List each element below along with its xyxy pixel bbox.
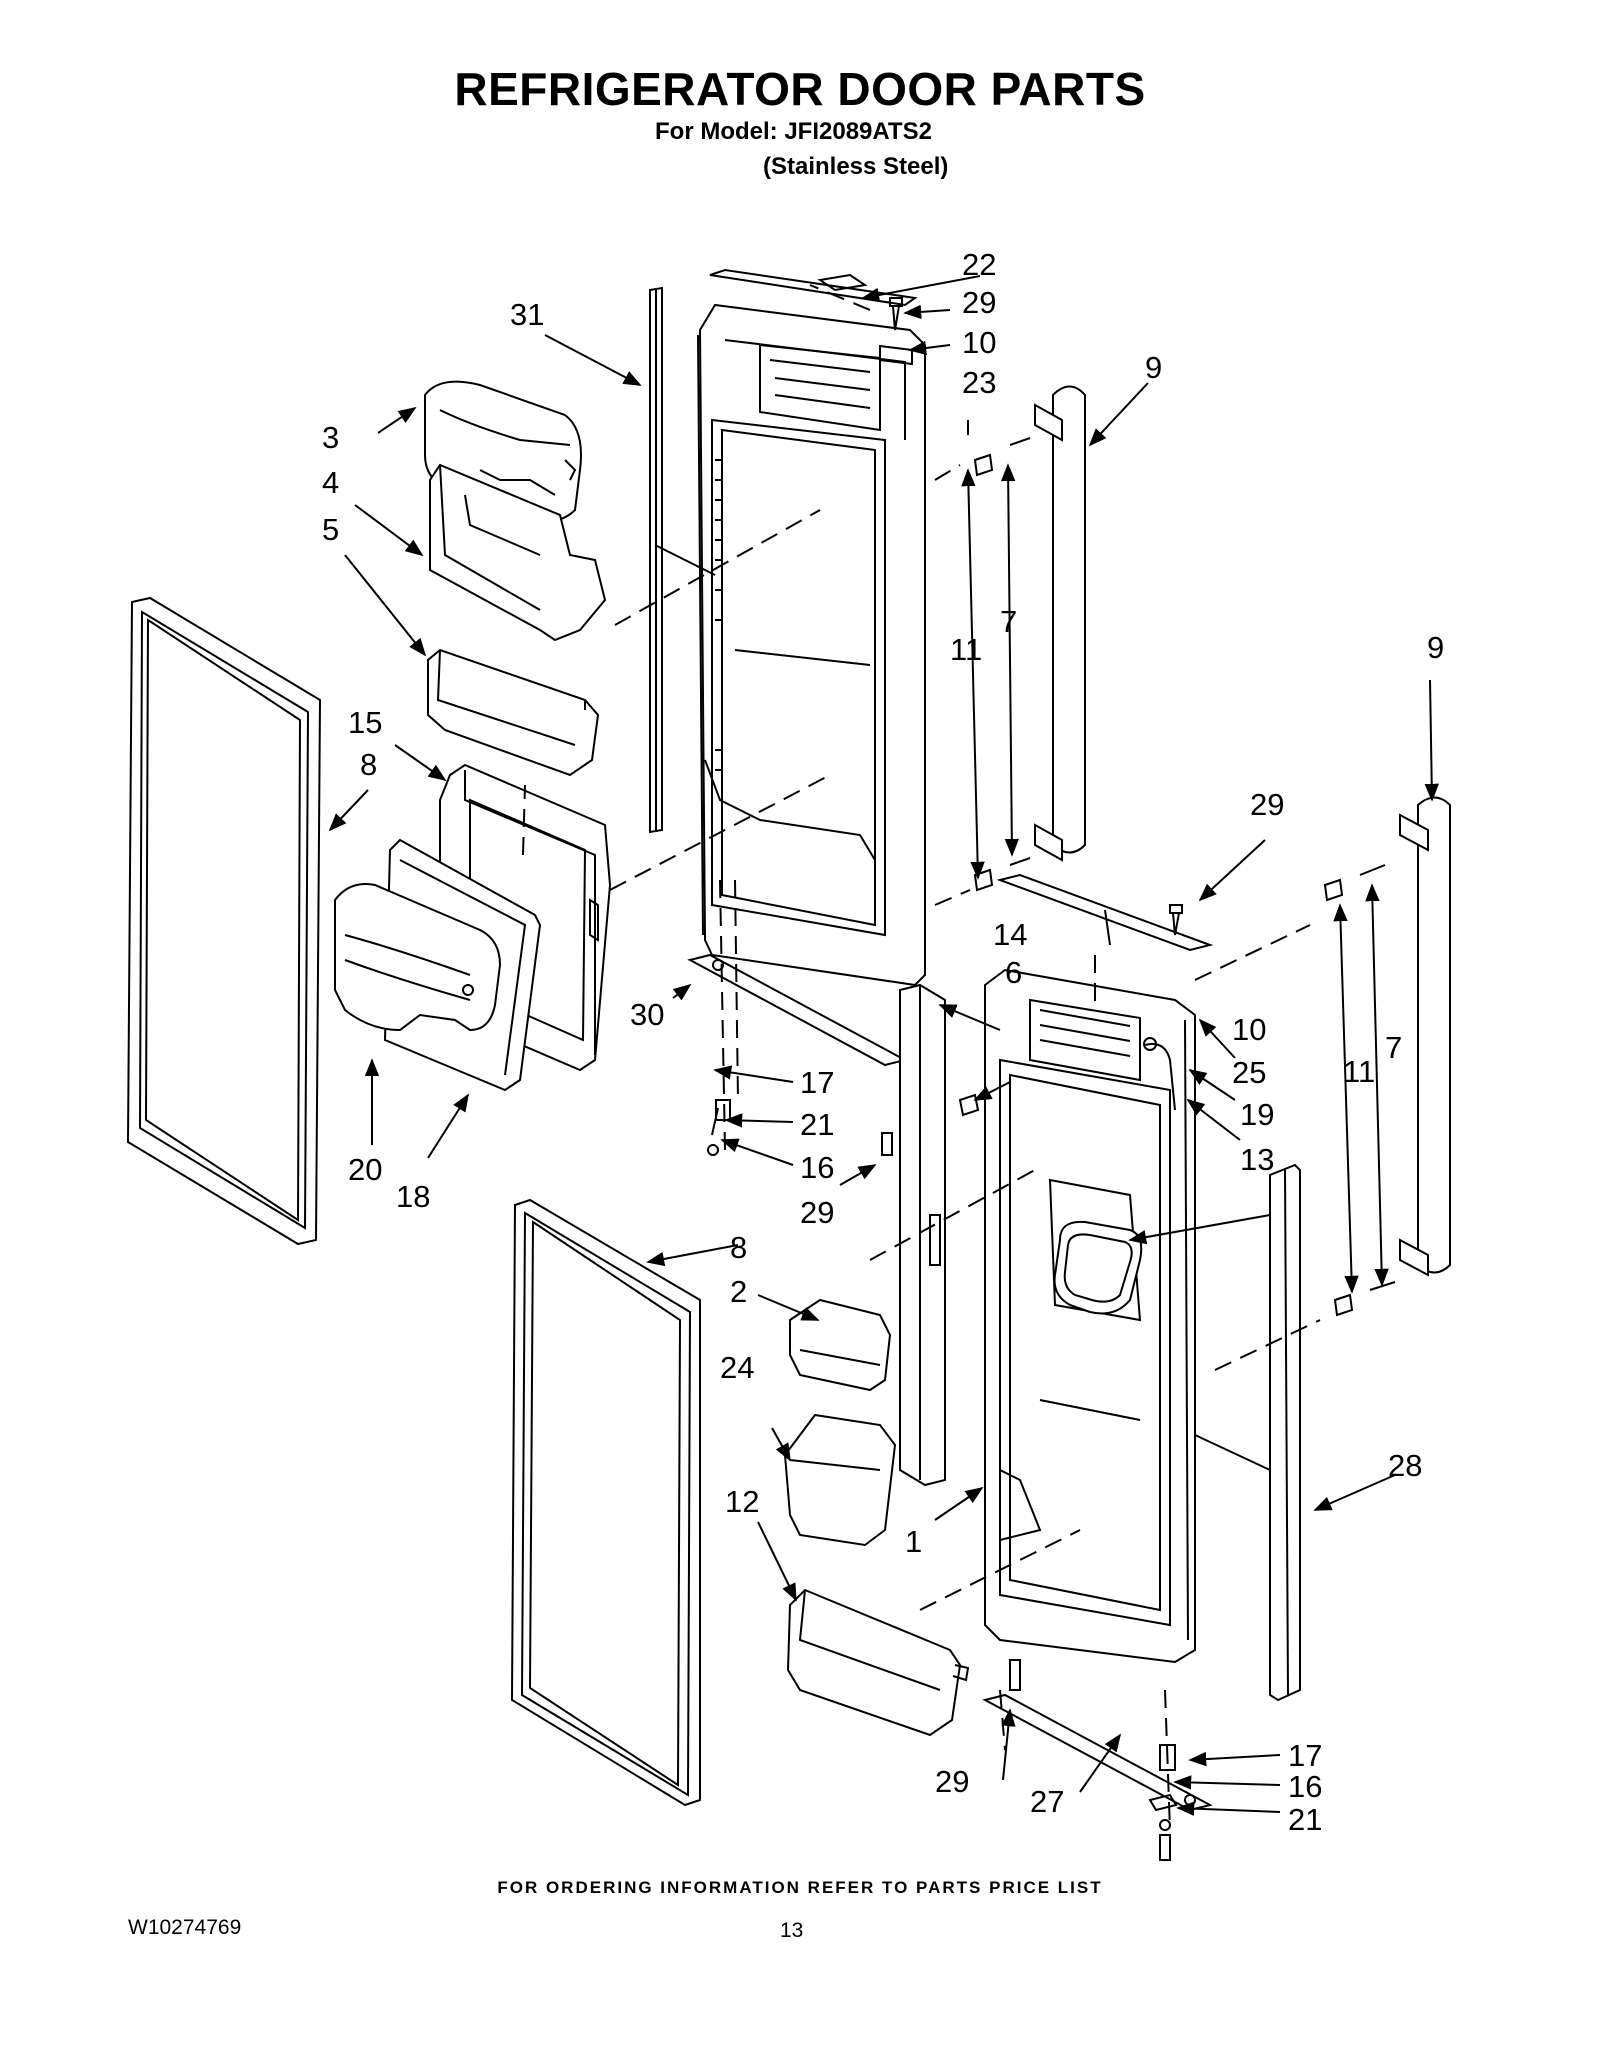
lower-door-bin-tall	[783, 1413, 897, 1547]
callout-23: 23	[962, 365, 996, 400]
callout-5: 5	[322, 512, 339, 547]
callout-13: 13	[1240, 1142, 1274, 1177]
callout-7-lower: 7	[1385, 1030, 1402, 1065]
left-door-gasket	[126, 596, 322, 1246]
callout-29-top: 29	[962, 285, 996, 320]
callout-19: 19	[1240, 1097, 1274, 1132]
lower-door-liner	[984, 968, 1196, 1664]
callout-20: 20	[348, 1152, 382, 1187]
lower-door-bottom-bracket	[982, 1693, 1213, 1812]
callout-6: 6	[1005, 955, 1022, 990]
callout-27: 27	[1030, 1784, 1064, 1819]
callout-18: 18	[396, 1179, 430, 1214]
model-line: For Model: JFI2089ATS2	[655, 118, 932, 145]
callout-24: 24	[720, 1350, 754, 1385]
page-number: 13	[780, 1919, 804, 1942]
callout-29-mid: 29	[1250, 787, 1284, 822]
finish-line: (Stainless Steel)	[763, 153, 949, 180]
ice-chute-seal	[1053, 1220, 1143, 1315]
callout-15: 15	[348, 705, 382, 740]
callout-22: 22	[962, 247, 996, 282]
callout-10-lower: 10	[1232, 1012, 1266, 1047]
callout-7-upper: 7	[1000, 604, 1017, 639]
upper-door-gasket-strip	[649, 286, 663, 834]
callout-11-upper: 11	[950, 632, 982, 667]
callout-21-lower: 21	[1288, 1802, 1322, 1837]
lower-door-handle	[1399, 796, 1451, 1277]
dispenser-cover	[334, 883, 502, 1032]
callout-4: 4	[322, 465, 339, 500]
double-arrow-leaders	[961, 463, 1389, 1294]
callout-2: 2	[730, 1274, 747, 1309]
callout-29-bottom: 29	[935, 1764, 969, 1799]
callout-21-upper: 21	[800, 1107, 834, 1142]
callout-17-lower: 17	[1288, 1738, 1322, 1773]
callout-8-lower: 8	[730, 1230, 747, 1265]
callout-31: 31	[510, 297, 544, 332]
upper-door-bin	[427, 648, 600, 777]
fastener-hardware	[707, 297, 1396, 1861]
document-number: W10274769	[128, 1916, 242, 1939]
callout-16-lower: 16	[1288, 1769, 1322, 1804]
callout-16-upper: 16	[800, 1150, 834, 1185]
upper-door-handle	[1034, 385, 1086, 862]
callout-leaders	[328, 275, 1439, 1816]
callout-30: 30	[630, 997, 664, 1032]
callout-14: 14	[993, 917, 1027, 952]
assembly-solid-lines	[654, 420, 1271, 1471]
callout-1: 1	[905, 1524, 922, 1559]
dairy-bin	[429, 463, 607, 642]
right-door-gasket	[510, 1198, 701, 1807]
dispenser-channel	[899, 983, 946, 1487]
callout-9-upper: 9	[1145, 350, 1162, 385]
callout-29-lower-left: 29	[800, 1195, 834, 1230]
assembly-guide-lines	[522, 284, 1321, 1831]
callout-numbers: 22 29 10 23 9 31 3 4 5 11 7 9 15 8 29 14…	[322, 247, 1444, 1837]
callout-8-upper: 8	[360, 747, 377, 782]
callout-9-lower: 9	[1427, 630, 1444, 665]
lower-door-bin-small	[789, 1298, 892, 1392]
callout-10-top: 10	[962, 325, 996, 360]
lower-door-bin-large	[786, 1588, 970, 1737]
callout-25: 25	[1232, 1055, 1266, 1090]
upper-door-liner	[697, 303, 926, 987]
callout-3: 3	[322, 420, 339, 455]
lower-door-gasket-strip	[1269, 1163, 1301, 1702]
callout-11-lower: 11	[1343, 1054, 1375, 1089]
ordering-note: FOR ORDERING INFORMATION REFER TO PARTS …	[497, 1878, 1103, 1897]
page-title: REFRIGERATOR DOOR PARTS	[454, 63, 1146, 115]
callout-17-upper: 17	[800, 1065, 834, 1100]
callout-28: 28	[1388, 1448, 1422, 1483]
callout-12: 12	[725, 1484, 759, 1519]
